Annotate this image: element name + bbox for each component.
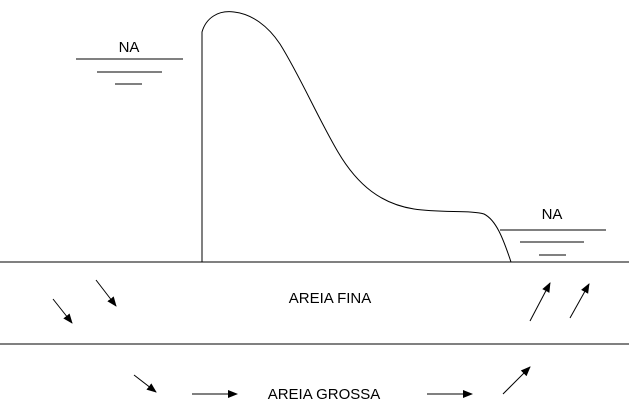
flow-arrow-icon xyxy=(529,282,551,322)
flow-arrow-icon xyxy=(52,298,73,324)
downstream-water-level-label: NA xyxy=(542,206,563,223)
flow-arrow-icon xyxy=(502,366,531,395)
flow-arrow-icon xyxy=(95,279,117,307)
water-level-icon xyxy=(76,58,183,85)
fine-sand-label: AREIA FINA xyxy=(289,290,372,307)
water-level-icon xyxy=(500,229,606,256)
dam-body xyxy=(201,11,512,263)
upstream-water-level-label: NA xyxy=(119,39,140,56)
coarse-sand-label: AREIA GROSSA xyxy=(268,386,381,403)
flow-arrow-icon xyxy=(569,283,590,319)
flow-arrow-icon xyxy=(133,374,157,393)
